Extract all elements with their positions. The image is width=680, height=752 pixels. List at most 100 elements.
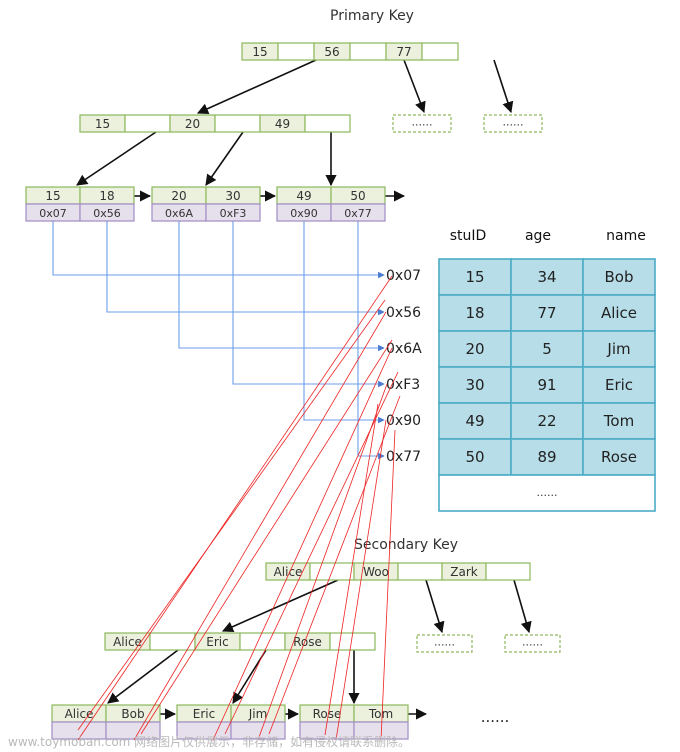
secondary-pointer-line — [77, 275, 393, 741]
secondary-pointer-line — [224, 371, 399, 735]
sk-root-to-placeholder-arrow — [513, 579, 532, 634]
pk-placeholder-1: ...... — [392, 114, 452, 133]
pk-placeholder-1-dots: ...... — [412, 116, 433, 129]
table-row: 49 22 Tom — [438, 402, 656, 440]
pointer-link-line — [357, 221, 385, 460]
pk-leaf-pointer-label: 0x77 — [344, 207, 372, 220]
sk-leaf-node: Rose Tom — [299, 704, 409, 740]
pk-root-node-pointer-cell — [277, 42, 315, 61]
pk-leaf-key-label: 15 — [45, 189, 60, 203]
table-cell-text: Jim — [606, 340, 630, 358]
table-cell-text: Tom — [603, 412, 634, 430]
table-cell — [582, 438, 656, 476]
pk-placeholder-2-frame — [483, 114, 543, 133]
table-cell-text: Eric — [605, 376, 633, 394]
table-cell-text: 50 — [465, 448, 484, 466]
secondary-pointer-line — [77, 299, 386, 731]
secondary-pointer-line — [212, 347, 393, 741]
pk-placeholder-1-frame — [392, 114, 452, 133]
sk-level2-node-pointer-cell — [239, 632, 286, 651]
pk-root-to-placeholder-arrow — [493, 59, 514, 114]
sk-leaf-key-label: Tom — [368, 707, 393, 721]
sk-leaf-key-label: Rose — [313, 707, 342, 721]
pk-root-node-pointer-cell — [349, 42, 387, 61]
sk-placeholder-2-dots: ...... — [522, 636, 543, 649]
table-cell-text: Bob — [605, 268, 634, 286]
address-label: 0x77 — [386, 449, 421, 465]
table-cell — [582, 330, 656, 368]
secondary-pointer-line — [380, 429, 396, 741]
pk-root-to-placeholder-arrow — [403, 59, 426, 114]
sk-placeholder-1: ...... — [416, 634, 473, 653]
address-label: 0x6A — [386, 341, 422, 357]
secondary-pointer-line — [324, 403, 379, 736]
table-cell-text: 22 — [537, 412, 556, 430]
address-label: 0xF3 — [386, 377, 420, 393]
sk-root-node-pointer-cell — [485, 562, 531, 581]
pk-leaf-key-label: 30 — [225, 189, 240, 203]
pk-level2-node-key-label: 15 — [95, 117, 110, 131]
pointer-link-line — [106, 221, 385, 316]
sk-leaf-pointer-cell — [105, 721, 161, 740]
pk-leaf-pointer-label: 0x07 — [39, 207, 67, 220]
secondary-pointer-line — [335, 419, 387, 741]
table-cell — [510, 258, 584, 296]
sk-more-dots: ...... — [481, 708, 510, 726]
sk-level2-node-key-label: Eric — [206, 635, 228, 649]
sk-root-to-level2-arrow — [221, 579, 339, 633]
table-cell — [582, 258, 656, 296]
address-label: 0x90 — [386, 413, 421, 429]
table-cell-text: 34 — [537, 268, 556, 286]
table-cell — [438, 402, 512, 440]
primary-key-title: Primary Key — [330, 8, 414, 24]
pk-leaf-key-label: 50 — [350, 189, 365, 203]
sk-leaf-key-label: Bob — [121, 707, 144, 721]
table-more-dots: ...... — [537, 486, 558, 499]
pk-level2-to-leaf-arrow — [205, 131, 244, 186]
sk-leaf-node: Alice Bob — [51, 704, 161, 740]
pk-level2-to-leaf-arrow — [76, 131, 157, 186]
secondary-pointer-line — [257, 383, 388, 741]
secondary-pointer-line — [133, 311, 387, 741]
pk-placeholder-2-dots: ...... — [503, 116, 524, 129]
pk-root-to-level2-arrow — [196, 59, 317, 114]
table-cell — [438, 366, 512, 404]
table-header-stuid: stuID — [450, 228, 487, 244]
table-cell-text: Alice — [601, 304, 637, 322]
sk-level2-node-key-label: Rose — [293, 635, 322, 649]
pointer-link-line — [178, 221, 385, 352]
sk-leaf-key-label: Jim — [248, 707, 268, 721]
address-label: 0x56 — [386, 305, 421, 321]
pk-level2-node-pointer-cell — [124, 114, 171, 133]
secondary-to-address-links — [77, 275, 401, 741]
pk-root-node-key-label: 77 — [396, 45, 411, 59]
table-cell-text: 20 — [465, 340, 484, 358]
pointer-link-line — [303, 221, 385, 424]
table-cell-text: 77 — [537, 304, 556, 322]
pk-level2-node-key-label: 20 — [185, 117, 200, 131]
sk-placeholder-1-dots: ...... — [434, 636, 455, 649]
pk-leaf-pointer-label: 0x90 — [290, 207, 318, 220]
pk-leaf-pointer-label: 0x56 — [93, 207, 121, 220]
secondary-pointer-line — [140, 339, 393, 735]
table-cell — [438, 258, 512, 296]
table-more-row — [438, 474, 656, 512]
pk-placeholder-2: ...... — [483, 114, 543, 133]
address-label: 0x07 — [386, 268, 421, 284]
tree-arrows — [76, 59, 532, 720]
table-cell-text: 30 — [465, 376, 484, 394]
secondary-pointer-line — [268, 395, 401, 735]
table-header-age: age — [525, 228, 551, 244]
sk-leaf-key-label: Alice — [65, 707, 94, 721]
table-cell-text: 49 — [465, 412, 484, 430]
